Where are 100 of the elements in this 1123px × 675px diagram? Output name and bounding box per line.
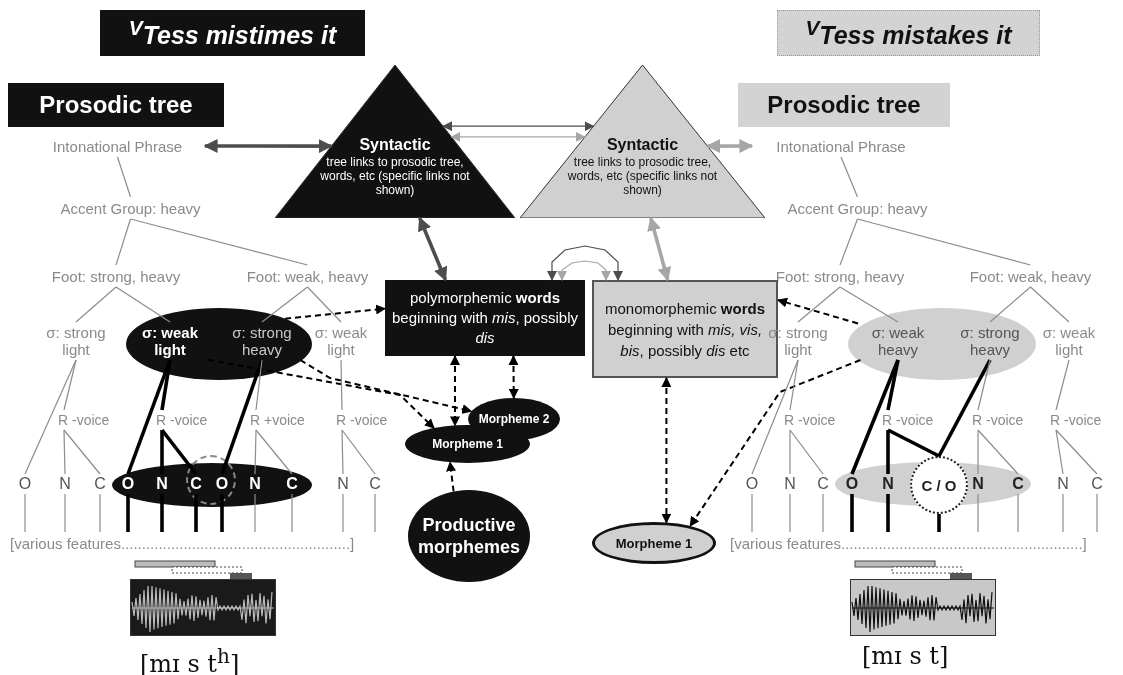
tree-line (887, 428, 940, 458)
segment-letter: N (248, 474, 262, 494)
segment-letter: O (745, 474, 759, 494)
heading-box: Prosodic tree (738, 83, 950, 127)
tree-line (255, 429, 293, 475)
tree-line (255, 359, 263, 411)
node-text: tree links to prosodic tree, words, etc (specific links not shown) (566, 155, 719, 197)
tree-label: σ: weak light (132, 322, 208, 360)
tree-label: R -voice (336, 410, 408, 430)
tree-line (341, 429, 376, 475)
segment-letter: O (18, 474, 32, 494)
tree-line (99, 493, 101, 533)
arrow (284, 304, 386, 320)
morpheme-ellipse: Productive morphemes (408, 490, 530, 582)
tree-label: Intonational Phrase (30, 135, 205, 157)
tree-label: σ: strong heavy (222, 322, 302, 360)
arrow (689, 359, 862, 527)
tree-label: σ: strong light (36, 322, 116, 360)
tree-line (342, 493, 344, 533)
tree-line (751, 359, 799, 475)
transcription-text: [mɪ s t] (862, 642, 949, 670)
tree-line (1055, 429, 1064, 475)
tree-label: σ: weak light (1036, 322, 1102, 360)
tree-label: Accent Group: heavy (765, 197, 950, 219)
tree-line (840, 156, 859, 198)
tree-line (160, 430, 164, 474)
heading-box: Prosodic tree (8, 83, 224, 127)
tree-line (291, 493, 293, 533)
triangle-shape (520, 65, 765, 218)
tree-line (1062, 493, 1064, 533)
tree-line (374, 493, 376, 533)
tree-line (24, 493, 26, 533)
node-text: tree links to prosodic tree, words, etc (specific links not shown) (319, 155, 471, 197)
segment-letter: O (215, 474, 229, 494)
tree-line (886, 430, 890, 474)
tree-line (160, 359, 172, 411)
segment-letter: C (285, 474, 299, 494)
features-label: [various features..........................................................] (730, 532, 1087, 554)
tree-line (64, 493, 66, 533)
arrow (207, 358, 435, 429)
tree-line (254, 429, 257, 475)
tree-line (1055, 359, 1070, 411)
tree-line (789, 493, 791, 533)
arrow (647, 216, 672, 282)
tree-line (220, 359, 264, 475)
tree-line (306, 286, 342, 323)
tree-label: R -voice (784, 410, 856, 430)
tree-line (839, 218, 859, 266)
segment-letter: C (368, 474, 382, 494)
segment-letter: C (1090, 474, 1104, 494)
tree-line (886, 494, 890, 532)
word-box: polymorphemic words beginning with mis, possibly dis (385, 280, 585, 356)
tree-label: σ: strong heavy (950, 322, 1030, 360)
tree-line (822, 493, 824, 533)
tree-line (340, 359, 343, 411)
segment-letter: N (58, 474, 72, 494)
morpheme-ellipse: Morpheme 1 (592, 522, 716, 564)
tree-label: σ: weak heavy (858, 322, 938, 360)
tree-line (850, 359, 900, 475)
arrow (446, 461, 457, 493)
arrow (450, 131, 586, 142)
tree-label: R -voice (58, 410, 130, 430)
segment-letter: O (121, 474, 135, 494)
features-label: [various features.......................................................] (10, 532, 355, 554)
tree-label: R +voice (250, 410, 324, 430)
tree-line (751, 493, 753, 533)
tree-line (886, 359, 900, 411)
segment-letter: N (155, 474, 169, 494)
tree-line (937, 514, 941, 532)
title-banner: $^{V}$Tess mistimes it (100, 10, 365, 56)
tree-line (1017, 493, 1019, 533)
tree-line (977, 359, 991, 411)
tree-line (160, 494, 164, 532)
node-heading: Syntactic (606, 135, 679, 155)
tree-line (789, 429, 791, 475)
arrow (418, 216, 448, 282)
tree-line (126, 494, 130, 532)
tree-line (75, 286, 117, 323)
segment-letter: N (1056, 474, 1070, 494)
arrow (450, 355, 460, 427)
tree-label: R -voice (972, 410, 1046, 430)
node-heading: Syntactic (359, 135, 431, 155)
tree-line (63, 429, 66, 475)
tree-label: Intonational Phrase (752, 135, 930, 157)
tree-line (116, 156, 132, 198)
tree-line (789, 359, 799, 411)
segment-letter: C (189, 474, 203, 494)
segment-letter: N (783, 474, 797, 494)
arrow (442, 121, 595, 132)
tree-line (254, 493, 256, 533)
arrow (557, 260, 611, 281)
tree-line (129, 218, 309, 266)
tree-label: Foot: weak, heavy (948, 265, 1113, 287)
tree-line (261, 286, 309, 323)
arrow (203, 139, 333, 154)
segment-letter: N (336, 474, 350, 494)
tree-line (24, 359, 77, 475)
arrow (547, 245, 623, 281)
segment-letter: C (93, 474, 107, 494)
triangle-shape (275, 65, 515, 218)
